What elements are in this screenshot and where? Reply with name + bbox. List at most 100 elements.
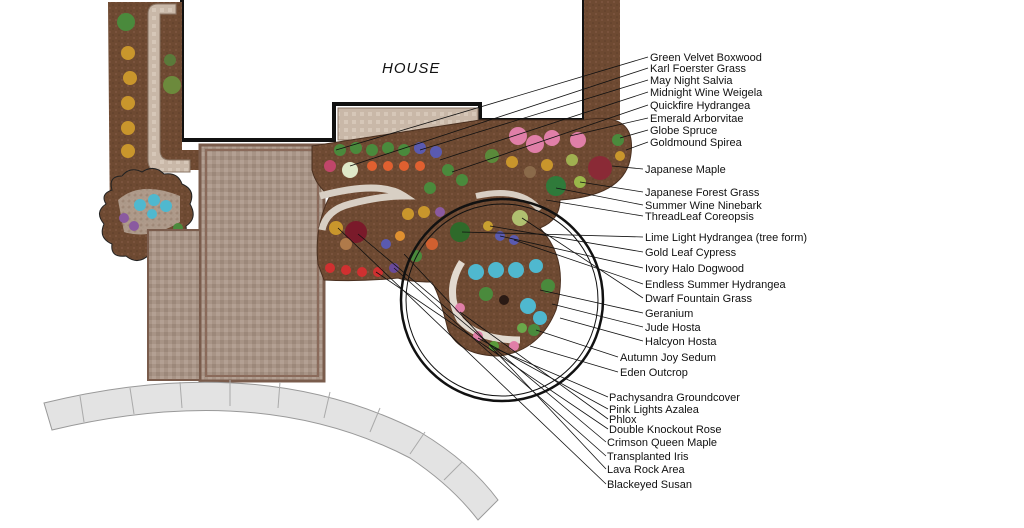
label-halcyon-hosta: Halcyon Hosta <box>645 336 717 348</box>
shrub <box>541 159 553 171</box>
label-dwarf-fountain-grass: Dwarf Fountain Grass <box>645 293 752 305</box>
label-blackeyed-susan: Blackeyed Susan <box>607 479 692 491</box>
hosta <box>134 199 146 211</box>
label-japanese-forest-grass: Japanese Forest Grass <box>645 187 760 199</box>
hosta-blue <box>488 262 504 278</box>
globe-spruce <box>612 134 624 146</box>
hosta-blue <box>533 311 547 325</box>
coreopsis <box>418 206 430 218</box>
shrub <box>566 154 578 166</box>
susan-bloom <box>123 71 137 85</box>
label-transplanted-iris: Transplanted Iris <box>607 451 689 463</box>
rose <box>357 267 367 277</box>
boxwood <box>382 142 394 154</box>
hosta <box>148 194 160 206</box>
focus-circle <box>399 197 605 403</box>
weigela <box>342 162 358 178</box>
salvia <box>414 142 426 154</box>
label-crimson-queen-maple: Crimson Queen Maple <box>607 437 717 449</box>
boxwood <box>334 144 346 156</box>
front-bed <box>311 117 632 357</box>
hosta-green <box>541 279 555 293</box>
boxwood <box>456 174 468 186</box>
label-summer-wine-ninebark: Summer Wine Ninebark <box>645 200 762 212</box>
susan-bloom <box>121 121 135 135</box>
susan-bloom <box>121 144 135 158</box>
azalea <box>473 331 483 341</box>
label-autumn-joy-sedum: Autumn Joy Sedum <box>620 352 716 364</box>
label-quickfire-hydrangea: Quickfire Hydrangea <box>650 100 751 112</box>
label-globe-spruce: Globe Spruce <box>650 125 717 137</box>
label-pink-lights-azalea: Pink Lights Azalea <box>609 404 700 416</box>
hosta-green <box>479 287 493 301</box>
phlox <box>129 221 139 231</box>
forest-grass <box>512 210 528 226</box>
azalea <box>509 127 527 145</box>
lavender <box>435 207 445 217</box>
hosta-blue <box>529 259 543 273</box>
azalea <box>509 341 519 351</box>
cypress <box>483 221 493 231</box>
hosta <box>147 209 157 219</box>
bloom <box>383 161 393 171</box>
azalea <box>455 303 465 313</box>
label-emerald-arborvitae: Emerald Arborvitae <box>650 113 744 125</box>
shrub <box>615 151 625 161</box>
label-japanese-maple: Japanese Maple <box>645 164 726 176</box>
bloom <box>399 161 409 171</box>
rose <box>341 265 351 275</box>
coreopsis <box>395 231 405 241</box>
hosta-blue <box>508 262 524 278</box>
ninebark <box>546 176 566 196</box>
label-may-night-salvia: May Night Salvia <box>650 75 733 87</box>
crimson-maple <box>345 221 367 243</box>
boxwood <box>424 182 436 194</box>
grass-clump <box>164 54 176 66</box>
hydrangea <box>329 221 343 235</box>
label-endless-summer-hydrangea: Endless Summer Hydrangea <box>645 279 787 291</box>
shrub <box>485 149 499 163</box>
label-karl-foerster-grass: Karl Foerster Grass <box>650 63 746 75</box>
bloom <box>426 238 438 250</box>
susan-bloom <box>121 96 135 110</box>
boxwood <box>366 144 378 156</box>
label-geranium: Geranium <box>645 308 693 320</box>
curb <box>43 380 499 521</box>
label-lime-light-hydrangea: Lime Light Hydrangea (tree form) <box>645 232 807 244</box>
susan-bloom <box>121 46 135 60</box>
label-jude-hosta: Jude Hosta <box>645 322 702 334</box>
rose <box>373 267 383 277</box>
hosta-green <box>528 324 540 336</box>
label-gold-leaf-cypress: Gold Leaf Cypress <box>645 247 737 259</box>
label-eden-outcrop: Eden Outcrop <box>620 367 688 379</box>
right-strip <box>584 0 620 120</box>
weigela <box>324 160 336 172</box>
label-double-knockout-rose: Double Knockout Rose <box>609 424 722 436</box>
coreopsis <box>402 208 414 220</box>
label-pachysandra-groundcover: Pachysandra Groundcover <box>609 392 740 404</box>
bloom <box>367 161 377 171</box>
rose <box>325 263 335 273</box>
focus-circle-inner <box>405 203 599 397</box>
japanese-maple <box>588 156 612 180</box>
bloom <box>415 161 425 171</box>
leader-lines <box>335 56 649 485</box>
driveway <box>147 143 326 383</box>
label-lava-rock-area: Lava Rock Area <box>607 464 686 476</box>
salvia <box>381 239 391 249</box>
label-threadleaf-coreopsis: ThreadLeaf Coreopsis <box>645 211 754 223</box>
salvia <box>430 146 442 158</box>
grass-clump <box>163 76 181 94</box>
hosta-blue <box>520 298 536 314</box>
hosta <box>160 200 172 212</box>
plant-labels: Green Velvet Boxwood Karl Foerster Grass… <box>607 52 807 491</box>
label-midnight-wine-weigela: Midnight Wine Weigela <box>650 87 763 99</box>
dogwood <box>450 222 470 242</box>
shrub <box>524 166 536 178</box>
label-goldmound-spirea: Goldmound Spirea <box>650 137 743 149</box>
azalea <box>570 132 586 148</box>
boxwood-shrub <box>117 13 135 31</box>
hydrangea <box>340 238 352 250</box>
shrub <box>506 156 518 168</box>
house-label: HOUSE <box>382 60 440 77</box>
